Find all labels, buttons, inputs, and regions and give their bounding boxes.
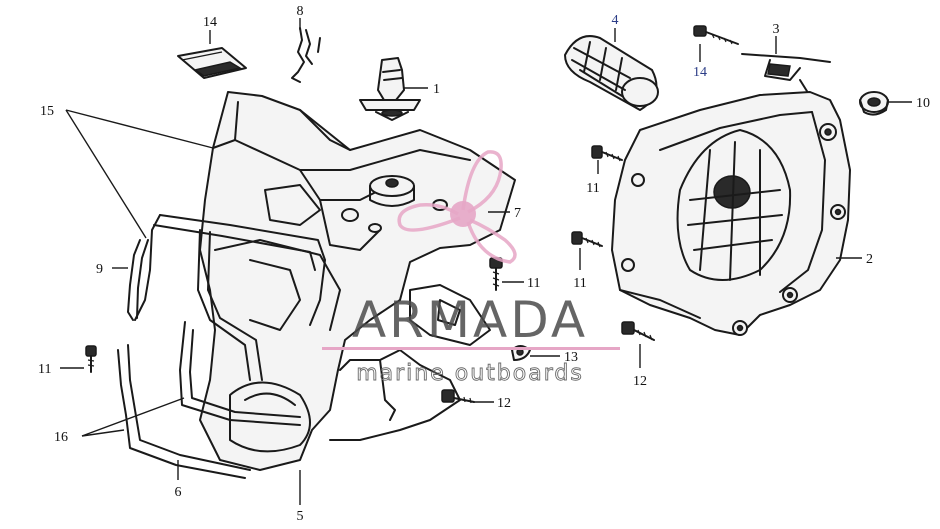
callout-1: 1: [433, 82, 440, 97]
callout-11-mid-right: 11: [573, 276, 586, 291]
callout-11-center: 11: [527, 276, 540, 291]
callout-12-right: 12: [633, 374, 647, 389]
callout-10: 10: [916, 96, 930, 111]
watermark-underline: [322, 347, 620, 350]
plate-part-14: [177, 47, 247, 79]
bolt-11-mid-right: [571, 231, 603, 248]
callout-12-center: 12: [497, 396, 511, 411]
fan-cover-part-2: [611, 91, 851, 336]
callout-16: 16: [54, 430, 68, 445]
callout-11-upper-right: 11: [586, 181, 599, 196]
bolt-11-left: [85, 345, 97, 373]
callout-labels: 14 8 1 4 14 3 10 2 7 11 11 11 11 12 13 1…: [38, 4, 930, 524]
callout-7: 7: [514, 206, 521, 221]
callout-6: 6: [175, 485, 182, 500]
wire-clip-part-8: [291, 27, 321, 83]
engine-shroud: [199, 91, 516, 471]
bolt-12-right: [621, 321, 655, 341]
callout-8: 8: [297, 4, 304, 19]
callout-14-right: 14: [693, 65, 707, 80]
callout-5: 5: [297, 509, 304, 524]
grommet-part-10: [859, 91, 889, 116]
watermark-tagline: marine outboards: [356, 361, 584, 386]
bolt-11-center: [489, 257, 503, 291]
filter-part-4: [564, 35, 659, 111]
bolt-12-center: [441, 389, 475, 404]
callout-3: 3: [773, 22, 780, 37]
callout-9: 9: [96, 262, 103, 277]
propeller-hub-icon: [450, 201, 476, 227]
callout-4: 4: [612, 13, 619, 28]
armada-watermark: ARMADA marine outboards: [322, 150, 620, 386]
callout-11-left: 11: [38, 362, 51, 377]
bolt-part-14-right: [693, 25, 739, 45]
vent-cap-part-1: [359, 57, 421, 121]
callout-13: 13: [564, 350, 578, 365]
bolt-11-upper-right: [591, 145, 623, 162]
callout-14-left: 14: [203, 15, 217, 30]
callout-2: 2: [866, 252, 873, 267]
rod-part-3: [741, 53, 831, 97]
leader-lines: [60, 18, 912, 505]
tube-frame: [117, 214, 326, 479]
propeller-logo-icon: [397, 150, 517, 264]
callout-15: 15: [40, 104, 54, 119]
clip-part-9: [127, 239, 149, 321]
watermark-brand: ARMADA: [352, 291, 588, 349]
